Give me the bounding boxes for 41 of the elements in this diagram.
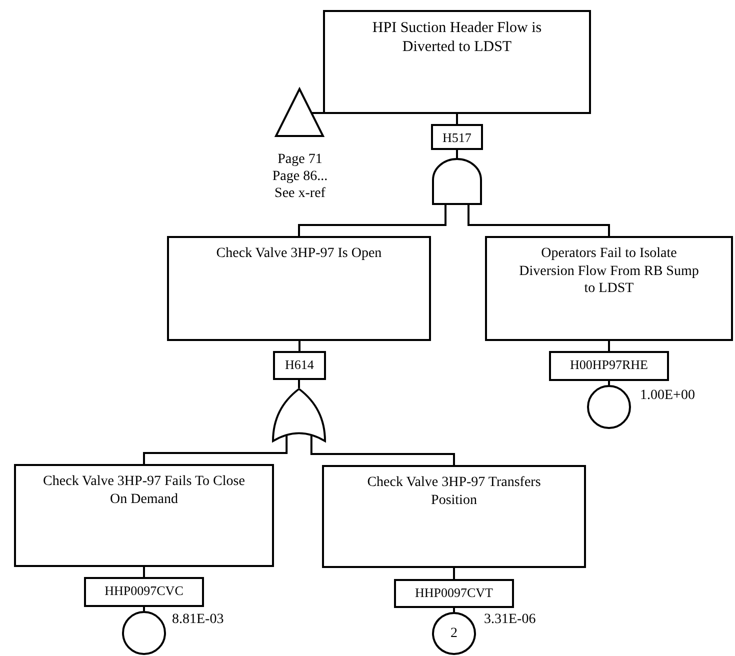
connector-line xyxy=(608,341,610,351)
connector-line xyxy=(310,434,455,465)
page-reference-text: Page 71 Page 86... See x-ref xyxy=(271,152,329,202)
transfer-triangle xyxy=(275,88,324,137)
probability-value: 3.31E-06 xyxy=(484,612,537,629)
connector-line xyxy=(468,205,610,236)
connector-line xyxy=(143,434,288,464)
connector-line xyxy=(298,341,300,351)
event-id-label: H517 xyxy=(431,124,483,150)
connector-line xyxy=(143,607,145,611)
event-box xyxy=(322,465,586,568)
connector-line xyxy=(453,568,455,579)
connector-line xyxy=(456,150,458,158)
connector-line xyxy=(453,608,455,612)
event-description: Check Valve 3HP-97 Transfers Position xyxy=(367,475,541,508)
basic-event-circle xyxy=(587,385,631,429)
connector-line xyxy=(143,567,145,577)
basic-event-circle xyxy=(122,611,166,655)
probability-value: 8.81E-03 xyxy=(172,612,225,629)
probability-value: 1.00E+00 xyxy=(640,388,696,405)
or-gate-symbol xyxy=(272,388,326,442)
connector-line xyxy=(312,112,323,114)
event-box xyxy=(14,464,274,567)
event-id-label: H00HP97RHE xyxy=(549,351,669,381)
event-box xyxy=(485,236,733,341)
connector-line xyxy=(608,381,610,385)
event-id-label: HHP0097CVT xyxy=(394,579,514,608)
event-id-label: H614 xyxy=(273,351,326,380)
event-box xyxy=(323,10,591,114)
circle-number: 2 xyxy=(450,626,458,642)
event-description: Check Valve 3HP-97 Is Open xyxy=(216,246,382,261)
event-box xyxy=(167,236,431,341)
event-id-label: HHP0097CVC xyxy=(84,577,204,607)
connector-line xyxy=(298,205,446,236)
connector-line xyxy=(456,114,458,124)
and-gate-symbol xyxy=(432,158,482,205)
connector-line xyxy=(298,380,300,388)
event-description: Check Valve 3HP-97 Fails To Close On Demand xyxy=(43,474,245,506)
event-description: Operators Fail to Isolate Diversion Flow From RB Sump to LDST xyxy=(519,246,699,296)
basic-event-circle xyxy=(432,612,476,655)
event-description: HPI Suction Header Flow is Diverted to LDST xyxy=(372,20,542,55)
